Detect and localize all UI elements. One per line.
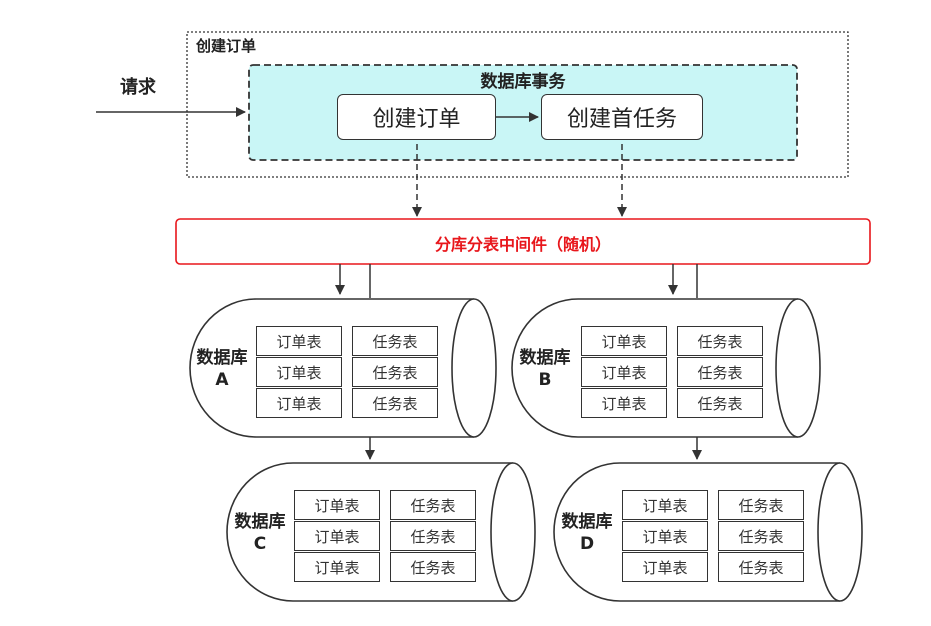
db-d-label: 数据库 D (552, 511, 622, 555)
middleware-box (175, 218, 871, 265)
create-order-step: 创建订单 (337, 94, 496, 140)
db-b-task-table-1: 任务表 (677, 326, 763, 356)
outer-dotted-box (186, 31, 849, 178)
db-a-order-table-1: 订单表 (256, 326, 342, 356)
db-c-label: 数据库 C (225, 511, 295, 555)
db-b-name: 数据库 (519, 348, 571, 368)
db-c-order-table-3: 订单表 (294, 552, 380, 582)
db-c-task-table-3: 任务表 (390, 552, 476, 582)
db-c-letter: C (253, 534, 267, 554)
db-d-task-table-3: 任务表 (718, 552, 804, 582)
outer-box-title: 创建订单 (196, 37, 257, 55)
db-b-letter: B (538, 370, 552, 390)
db-d-order-table-2: 订单表 (622, 521, 708, 551)
request-label: 请求 (120, 77, 156, 98)
db-d-order-table-3: 订单表 (622, 552, 708, 582)
db-b-task-table-3: 任务表 (677, 388, 763, 418)
db-c-name: 数据库 (234, 512, 286, 532)
db-d-letter: D (579, 534, 595, 554)
db-d-name: 数据库 (561, 512, 613, 532)
db-d-task-table-2: 任务表 (718, 521, 804, 551)
create-first-task-step: 创建首任务 (541, 94, 703, 140)
db-a-letter: A (215, 370, 229, 390)
db-b-task-table-2: 任务表 (677, 357, 763, 387)
db-a-order-table-3: 订单表 (256, 388, 342, 418)
db-b-order-table-2: 订单表 (581, 357, 667, 387)
db-b-order-table-3: 订单表 (581, 388, 667, 418)
transaction-title: 数据库事务 (480, 72, 566, 92)
db-b-order-table-1: 订单表 (581, 326, 667, 356)
db-c-task-table-2: 任务表 (390, 521, 476, 551)
db-a-task-table-3: 任务表 (352, 388, 438, 418)
db-a-task-table-1: 任务表 (352, 326, 438, 356)
db-b-label: 数据库 B (510, 347, 580, 391)
db-c-task-table-1: 任务表 (390, 490, 476, 520)
db-d-task-table-1: 任务表 (718, 490, 804, 520)
db-d-order-table-1: 订单表 (622, 490, 708, 520)
db-a-label: 数据库 A (187, 347, 257, 391)
db-a-task-table-2: 任务表 (352, 357, 438, 387)
middleware-label: 分库分表中间件（随机） (434, 235, 611, 254)
db-c-order-table-1: 订单表 (294, 490, 380, 520)
db-c-order-table-2: 订单表 (294, 521, 380, 551)
db-a-order-table-2: 订单表 (256, 357, 342, 387)
db-a-name: 数据库 (196, 348, 248, 368)
